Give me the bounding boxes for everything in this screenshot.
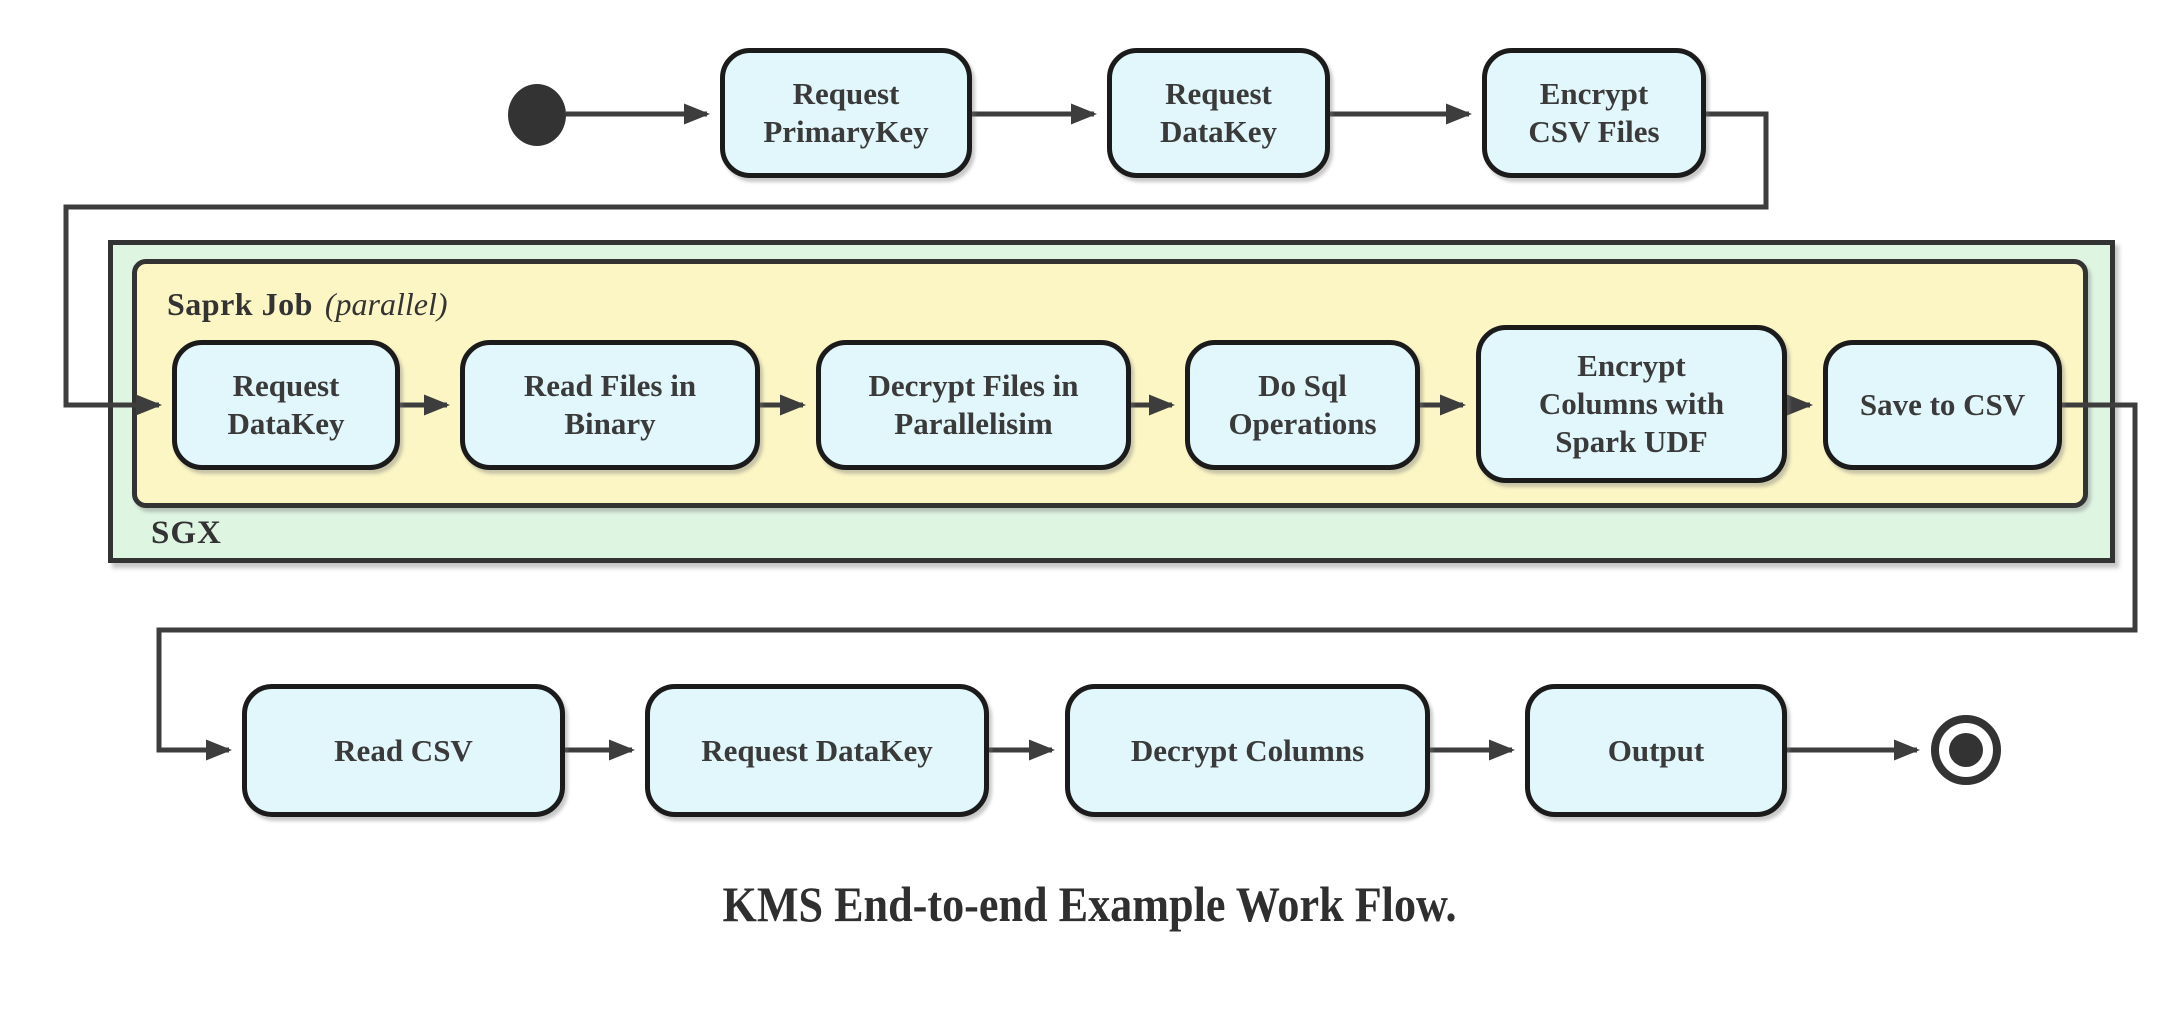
activity-request-datakey-bottom: Request DataKey <box>645 684 989 817</box>
activity-do-sql-operations: Do Sql Operations <box>1185 340 1420 470</box>
activity-decrypt-files-parallelism: Decrypt Files in Parallelisim <box>816 340 1131 470</box>
activity-save-to-csv: Save to CSV <box>1823 340 2062 470</box>
activity-decrypt-columns: Decrypt Columns <box>1065 684 1430 817</box>
activity-request-primarykey: Request PrimaryKey <box>720 48 972 178</box>
edge-encrypt-csv-to-spark-datakey <box>63 111 1769 416</box>
activity-request-datakey-top: Request DataKey <box>1107 48 1330 178</box>
end-node <box>1931 715 2001 785</box>
edge-save-csv-to-read-csv <box>156 402 2138 761</box>
spark-job-parallel-note: (parallel) <box>324 286 448 322</box>
activity-encrypt-csv-files: Encrypt CSV Files <box>1482 48 1706 178</box>
spark-job-label-text: Saprk Job <box>167 286 313 322</box>
spark-job-label: Saprk Job (parallel) <box>167 286 448 323</box>
activity-encrypt-columns-spark-udf: Encrypt Columns with Spark UDF <box>1476 325 1787 483</box>
end-node-inner-dot <box>1949 733 1983 767</box>
activity-read-files-binary: Read Files in Binary <box>460 340 760 470</box>
start-node <box>508 84 566 146</box>
activity-read-csv: Read CSV <box>242 684 565 817</box>
activity-output: Output <box>1525 684 1787 817</box>
diagram-caption: KMS End-to-end Example Work Flow. <box>722 876 1457 933</box>
sgx-container-label: SGX <box>151 515 222 551</box>
activity-request-datakey-spark: Request DataKey <box>172 340 400 470</box>
